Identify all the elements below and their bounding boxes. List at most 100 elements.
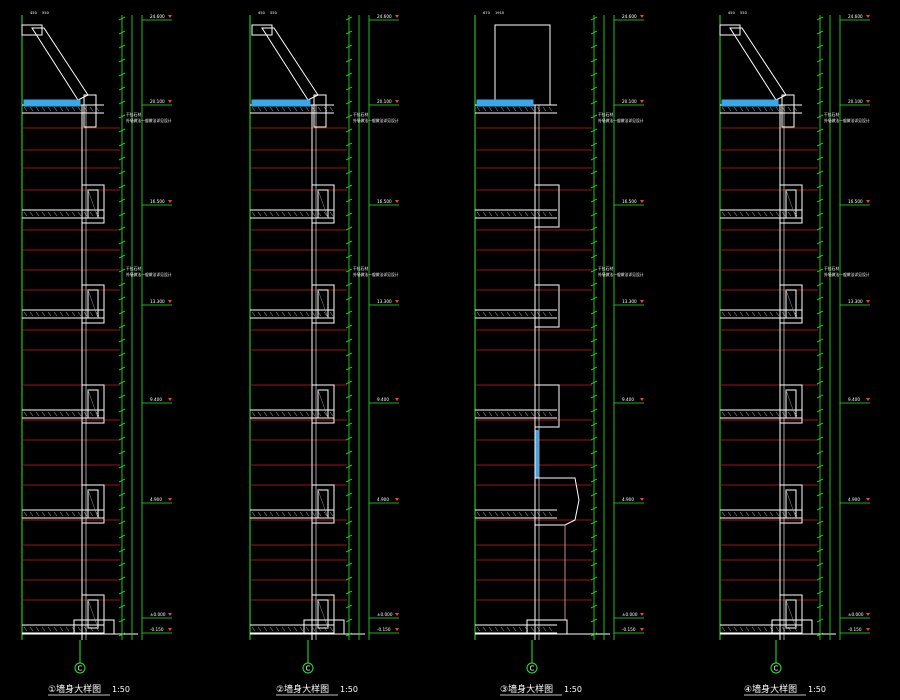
dimension-tick	[345, 296, 353, 301]
elevation-marker	[866, 498, 870, 501]
slab-hatch	[775, 411, 780, 417]
window-frame	[81, 384, 105, 424]
slab-hatch	[721, 106, 726, 112]
slab-hatch	[536, 626, 541, 632]
sash-diagonal	[317, 489, 329, 519]
dimension-tick	[590, 576, 598, 581]
slab-hatch	[287, 626, 292, 632]
slab-hatch	[47, 626, 52, 632]
window-frame	[311, 594, 335, 634]
sash-diagonal	[317, 599, 329, 629]
slab-hatch	[257, 511, 262, 517]
dimension-tick	[816, 296, 824, 301]
slab-hatch	[775, 311, 780, 317]
dimension-tick	[118, 380, 126, 385]
slab-hatch	[281, 106, 286, 112]
dimension-tick	[816, 520, 824, 525]
dimension-tick	[590, 310, 598, 315]
elevation-marker	[168, 398, 172, 401]
slab-hatch	[251, 626, 256, 632]
slab-hatch	[53, 311, 58, 317]
slab-hatch	[482, 106, 487, 112]
slab-hatch	[494, 511, 499, 517]
slab-hatch	[739, 511, 744, 517]
elevation-label: 24.600	[377, 14, 392, 19]
elevation-label: 13.300	[150, 299, 165, 304]
material-note: 干挂石材	[824, 266, 839, 271]
dimension-tick	[118, 30, 126, 35]
slab-hatch	[41, 511, 46, 517]
dimension-tick	[590, 240, 598, 245]
elevation-marker	[395, 100, 399, 103]
window-sash	[317, 489, 329, 519]
slab-hatch	[287, 211, 292, 217]
top-dimension-text: 450	[728, 11, 736, 15]
elevation-marker	[168, 300, 172, 303]
material-note: 干挂石材	[824, 112, 839, 117]
material-note: 干挂石材	[353, 112, 368, 117]
slab-hatch	[251, 106, 256, 112]
detail-title: ①墙身大样图	[48, 683, 101, 695]
elevation-marker	[866, 100, 870, 103]
dimension-tick	[590, 170, 598, 175]
dimension-tick	[816, 590, 824, 595]
window-frame	[81, 184, 105, 224]
detail-title: ②墙身大样图	[276, 683, 329, 695]
slab-hatch	[329, 106, 334, 112]
slab-hatch	[530, 411, 535, 417]
dimension-tick	[118, 548, 126, 553]
slab-hatch	[317, 106, 322, 112]
dimension-tick	[118, 142, 126, 147]
slab-hatch	[29, 311, 34, 317]
slab-hatch	[488, 211, 493, 217]
dimension-tick	[118, 16, 126, 21]
slab-hatch	[763, 106, 768, 112]
elevation-label: 24.600	[150, 14, 165, 19]
dimension-tick	[816, 310, 824, 315]
dimension-tick	[816, 394, 824, 399]
slab-hatch	[23, 211, 28, 217]
slab-hatch	[41, 626, 46, 632]
dimension-tick	[345, 170, 353, 175]
axis-label: C	[78, 665, 83, 673]
elevation-marker	[866, 15, 870, 18]
elevation-marker	[640, 100, 644, 103]
dimension-tick	[345, 184, 353, 189]
dimension-tick	[816, 72, 824, 77]
slab-hatch	[524, 211, 529, 217]
slab-hatch	[506, 311, 511, 317]
dimension-tick	[118, 226, 126, 231]
dimension-tick	[345, 408, 353, 413]
slab-hatch	[518, 211, 523, 217]
elevation-marker	[640, 300, 644, 303]
dimension-tick	[816, 548, 824, 553]
slab-hatch	[518, 411, 523, 417]
elevation-label: 20.100	[377, 99, 392, 104]
slab-hatch	[77, 311, 82, 317]
elevation-marker	[168, 498, 172, 501]
dimension-tick	[345, 16, 353, 21]
elevation-marker	[168, 15, 172, 18]
dimension-tick	[118, 520, 126, 525]
sash-diagonal	[317, 389, 329, 419]
slab-hatch	[71, 311, 76, 317]
slab-hatch	[536, 311, 541, 317]
slab-hatch	[281, 311, 286, 317]
detail-title: ③墙身大样图	[500, 683, 553, 695]
slab-hatch	[47, 311, 52, 317]
slab-hatch	[263, 106, 268, 112]
dimension-tick	[345, 254, 353, 259]
slab-hatch	[89, 106, 94, 112]
dimension-tick	[345, 142, 353, 147]
dimension-tick	[590, 338, 598, 343]
sash-diagonal	[87, 599, 99, 629]
sash-diagonal	[87, 289, 99, 319]
material-note: 外墙做法一般做法详见设计	[824, 272, 870, 277]
material-note: 干挂石材	[353, 266, 368, 271]
slab-hatch	[542, 211, 547, 217]
slab-hatch	[29, 211, 34, 217]
window-frame	[779, 184, 803, 224]
slab-hatch	[323, 311, 328, 317]
slab-hatch	[329, 311, 334, 317]
slab-hatch	[47, 411, 52, 417]
